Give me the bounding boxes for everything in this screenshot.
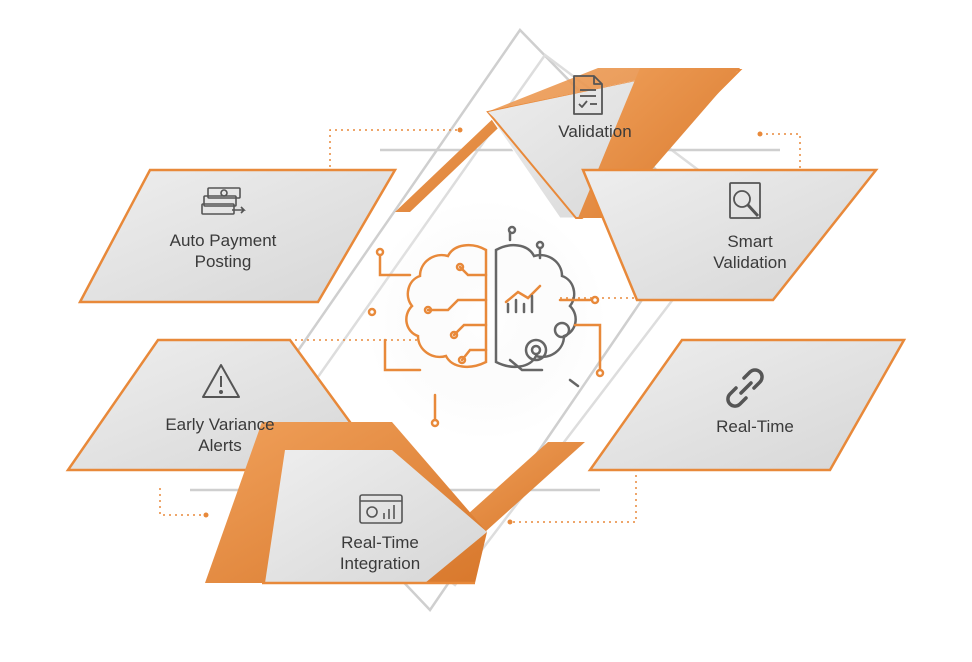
validation-label-line-1: Validation bbox=[558, 122, 632, 141]
real-time-label-line-1: Real-Time bbox=[716, 417, 794, 436]
smart-validation-label-line-2: Validation bbox=[713, 253, 787, 272]
early-variance-alerts-label-line-2: Alerts bbox=[198, 436, 242, 455]
real-time-label: Real-Time bbox=[700, 416, 810, 437]
auto-payment-posting-label: Auto Payment Posting bbox=[148, 230, 298, 272]
brain-circuit-gear-icon bbox=[367, 225, 605, 428]
auto-payment-posting-label-line-2: Posting bbox=[194, 252, 252, 271]
auto-payment-posting-label-line-1: Auto Payment bbox=[169, 231, 277, 250]
auto-payment-posting-panel bbox=[77, 168, 398, 304]
smart-validation-label: Smart Validation bbox=[690, 231, 810, 273]
smart-validation-label-line-1: Smart bbox=[727, 232, 773, 251]
early-variance-alerts-label-line-1: Early Variance bbox=[165, 415, 275, 434]
early-variance-alerts-label: Early Variance Alerts bbox=[145, 414, 295, 456]
real-time-integration-panel bbox=[205, 422, 487, 585]
validation-panel bbox=[486, 67, 743, 219]
dashboard-chart-icon bbox=[359, 494, 403, 524]
checklist-document-icon bbox=[573, 75, 603, 115]
document-magnifier-icon bbox=[729, 182, 761, 219]
real-time-integration-label: Real-Time Integration bbox=[320, 532, 440, 574]
chain-link-icon bbox=[726, 368, 764, 408]
money-stack-icon bbox=[201, 187, 246, 215]
smart-validation-panel bbox=[581, 168, 879, 302]
real-time-panel bbox=[587, 338, 907, 472]
real-time-integration-label-line-1: Real-Time bbox=[341, 533, 419, 552]
warning-triangle-icon bbox=[202, 364, 240, 398]
real-time-integration-label-line-2: Integration bbox=[339, 554, 421, 573]
validation-label: Validation bbox=[540, 121, 650, 142]
